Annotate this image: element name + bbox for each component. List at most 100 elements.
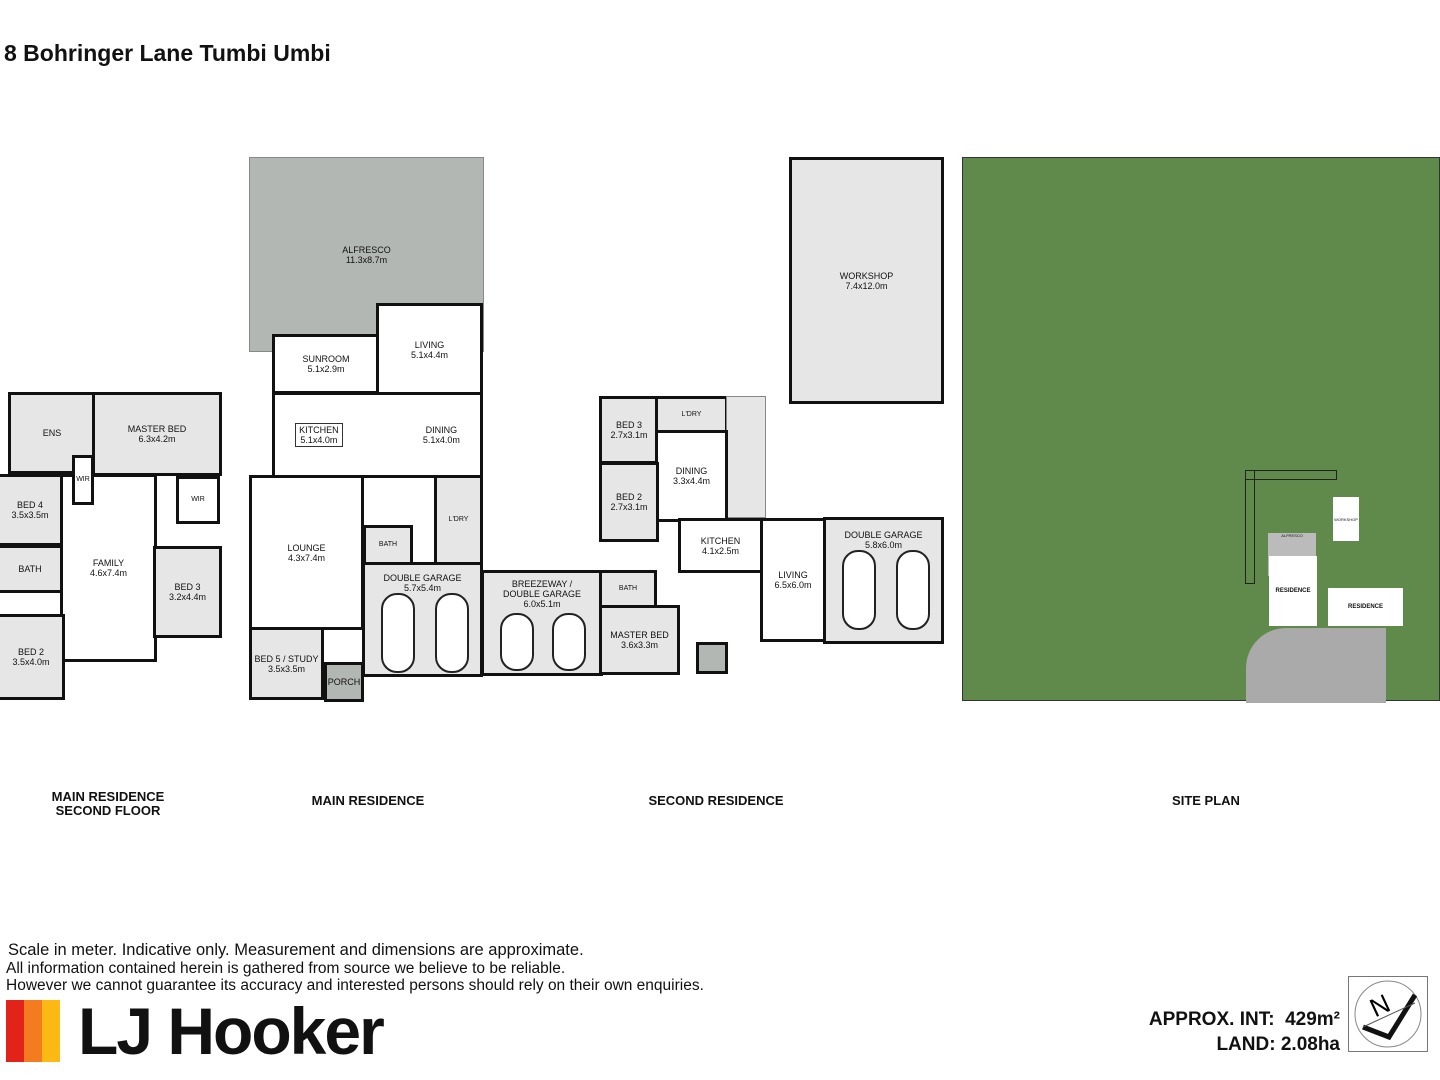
room-label: KITCHEN bbox=[700, 535, 741, 546]
room-dim: 4.6x7.4m bbox=[89, 568, 128, 578]
car-icon bbox=[896, 550, 930, 630]
car-icon bbox=[552, 613, 586, 671]
car-icon bbox=[435, 593, 469, 673]
room-dim: 6.5x6.0m bbox=[774, 580, 812, 590]
room: WIR bbox=[72, 455, 94, 505]
site-plan: ALFRESCO WORKSHOP RESIDENCE RESIDENCE bbox=[962, 157, 1440, 703]
room-label: WIR bbox=[191, 496, 205, 503]
room-label: KITCHEN bbox=[299, 425, 339, 435]
caption-second: SECOND RESIDENCE bbox=[648, 793, 784, 808]
site-label: RESIDENCE bbox=[1347, 604, 1383, 610]
logo-bar bbox=[24, 1000, 42, 1062]
room-dim: 6.3x4.2m bbox=[138, 434, 176, 444]
room-dim: 5.1x4.0m bbox=[422, 435, 460, 445]
stat-label: LAND: bbox=[1216, 1034, 1276, 1055]
room: WIR bbox=[176, 476, 220, 524]
site-residence: RESIDENCE bbox=[1328, 588, 1403, 626]
room-label: LIVING bbox=[778, 570, 808, 580]
disclaimer-line: All information contained herein is gath… bbox=[6, 960, 566, 977]
room-label: DINING bbox=[425, 425, 458, 435]
room-label: LIVING bbox=[414, 340, 445, 350]
room-label: SUNROOM bbox=[302, 354, 350, 364]
room-label: PORCH bbox=[327, 677, 361, 687]
room: BATH bbox=[0, 545, 63, 593]
room-label: BED 4 bbox=[16, 500, 43, 510]
room-label: L'DRY bbox=[681, 410, 702, 418]
room-label: LOUNGE bbox=[287, 542, 326, 553]
room-label: BATH bbox=[378, 541, 398, 548]
lj-hooker-logo: LJ Hooker bbox=[6, 994, 385, 1068]
site-workshop: WORKSHOP bbox=[1333, 497, 1359, 541]
room-dim: 2.7x3.1m bbox=[610, 430, 648, 440]
room-label: BED 3 bbox=[615, 420, 642, 430]
room-dim: 3.6x3.3m bbox=[620, 640, 659, 650]
car-icon bbox=[842, 550, 876, 630]
site-residence: RESIDENCE bbox=[1269, 556, 1317, 626]
room-label: BED 3 bbox=[174, 582, 201, 592]
caption-second-floor: MAIN RESIDENCE SECOND FLOOR bbox=[51, 789, 165, 818]
room-label: BED 2 bbox=[615, 492, 642, 502]
logo-text: LJ Hooker bbox=[78, 994, 385, 1068]
room-label: DINING bbox=[675, 466, 708, 476]
porch bbox=[696, 642, 728, 674]
hedge bbox=[1245, 470, 1255, 584]
room-dim: 6.0x5.1m bbox=[523, 599, 561, 609]
room-label: ALFRESCO bbox=[342, 244, 391, 255]
room-label: DOUBLE GARAGE bbox=[383, 573, 462, 583]
disclaimer-line: Scale in meter. Indicative only. Measure… bbox=[8, 941, 584, 959]
room-dim: 4.3x7.4m bbox=[287, 552, 326, 563]
room-dim: 5.1x4.4m bbox=[410, 350, 449, 360]
room: L'DRY bbox=[655, 396, 728, 433]
room-dim: 5.7x5.4m bbox=[403, 583, 442, 593]
room-label: WIR bbox=[76, 476, 90, 483]
room-dim: 5.1x4.0m bbox=[300, 435, 338, 445]
land-area: LAND: 2.08ha bbox=[1216, 1034, 1340, 1056]
room-dim: 4.1x2.5m bbox=[701, 545, 740, 556]
car-icon bbox=[381, 593, 415, 673]
hedge bbox=[1245, 470, 1337, 480]
room-label: BED 5 / STUDY bbox=[254, 653, 319, 664]
north-arrow-icon: N bbox=[1348, 976, 1428, 1052]
room-dim: 3.5x4.0m bbox=[12, 657, 50, 667]
site-label: WORKSHOP bbox=[1334, 516, 1358, 522]
caption-main: MAIN RESIDENCE bbox=[311, 793, 425, 808]
room: L'DRY bbox=[434, 475, 483, 565]
logo-bar bbox=[42, 1000, 60, 1062]
stat-value: 2.08ha bbox=[1280, 1034, 1340, 1055]
disclaimer-line: However we cannot guarantee its accuracy… bbox=[6, 977, 704, 994]
page-title: 8 Bohringer Lane Tumbi Umbi bbox=[4, 40, 331, 66]
room-label: MASTER BED bbox=[127, 424, 187, 434]
room-label: L'DRY bbox=[448, 516, 469, 523]
site-label: RESIDENCE bbox=[1275, 588, 1311, 594]
room-label: BREEZEWAY / DOUBLE GARAGE bbox=[502, 579, 582, 599]
logo-bar bbox=[6, 1000, 24, 1062]
room-label: DOUBLE GARAGE bbox=[844, 530, 923, 540]
room-dim: 5.8x6.0m bbox=[864, 540, 903, 550]
room-dim: 7.4x12.0m bbox=[845, 280, 888, 291]
room-label: BATH bbox=[18, 564, 42, 574]
room-label: FAMILY bbox=[92, 558, 125, 568]
stat-value: 429m² bbox=[1285, 1009, 1340, 1030]
site-label: ALFRESCO bbox=[1281, 533, 1303, 538]
room: BATH bbox=[599, 570, 657, 608]
approx-int: APPROX. INT: 429m² bbox=[1149, 1009, 1340, 1031]
